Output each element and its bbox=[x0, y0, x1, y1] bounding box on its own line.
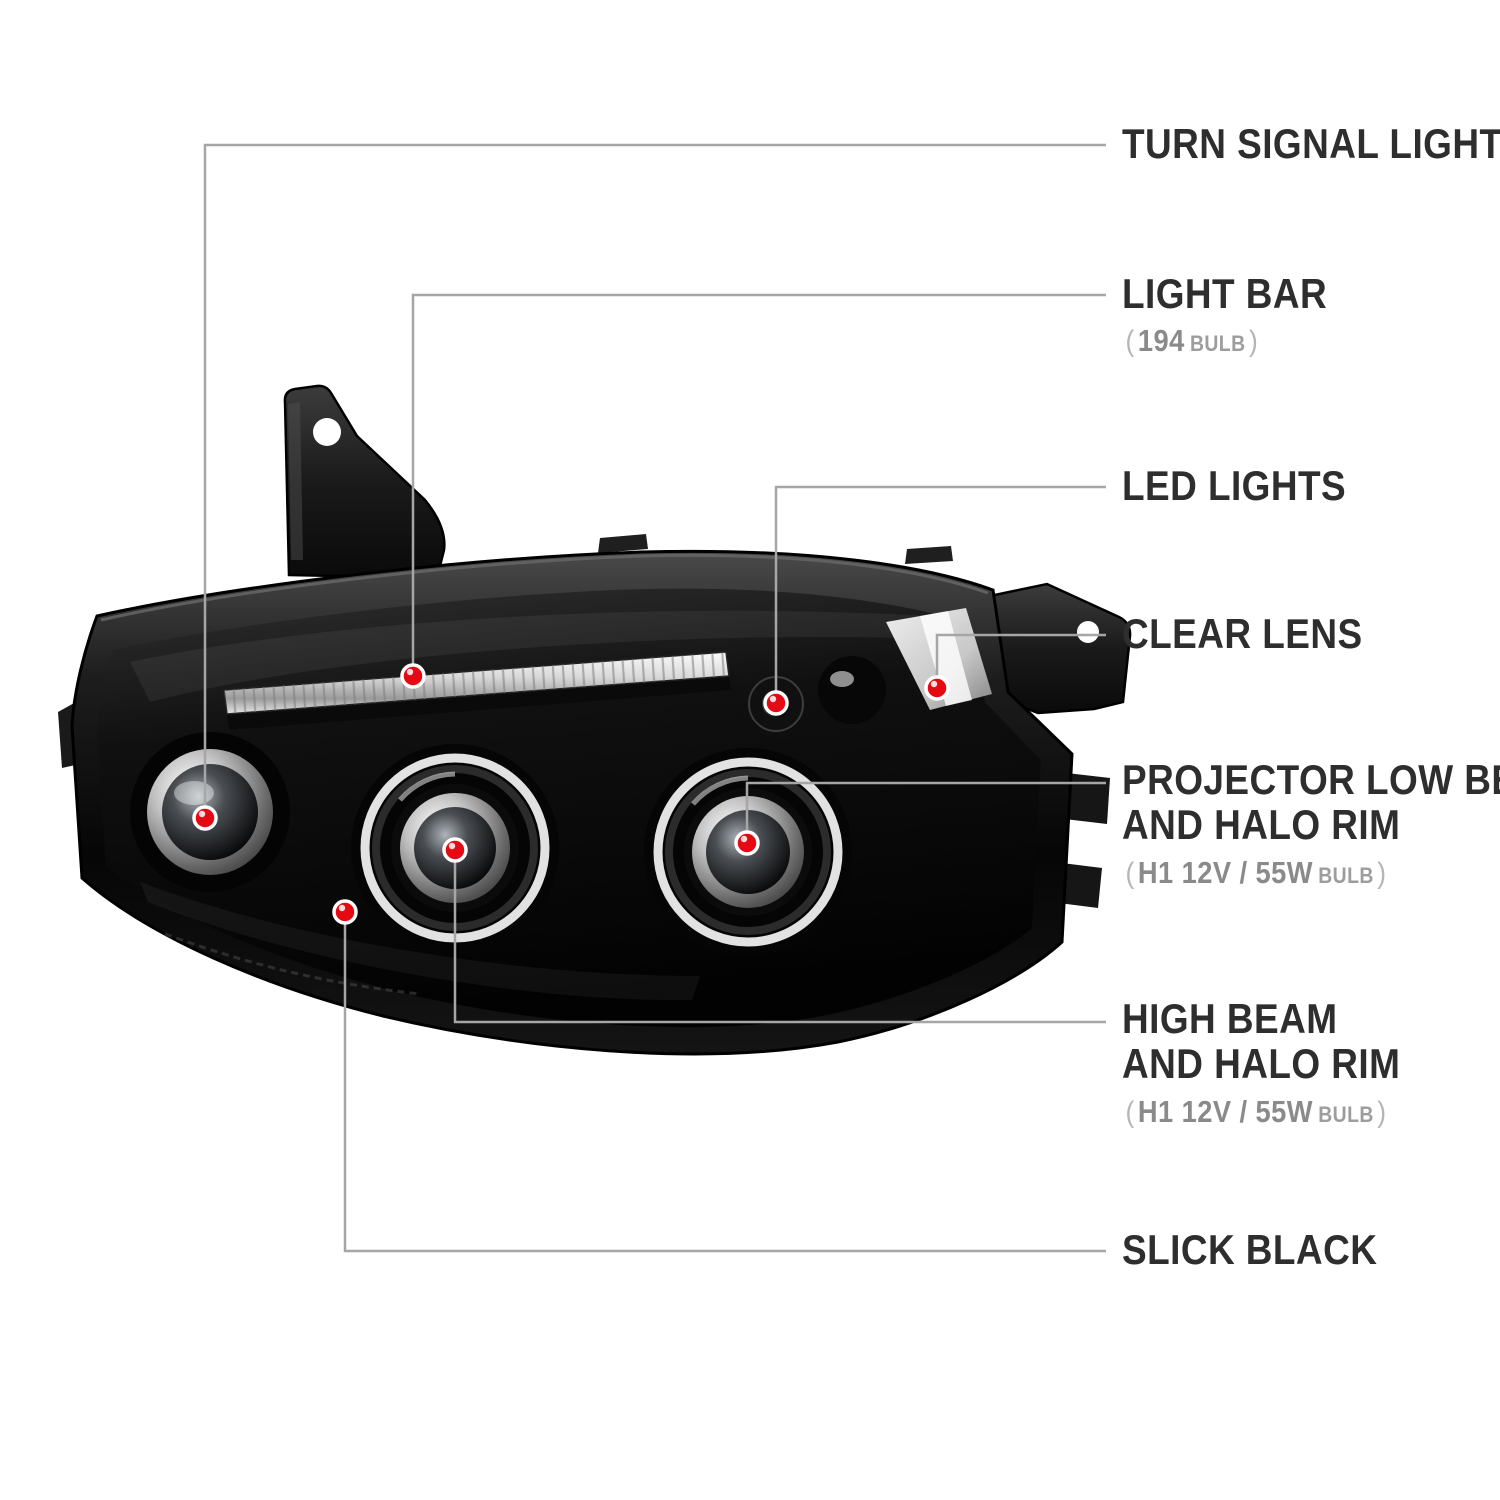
label-text: HIGH BEAM bbox=[1122, 995, 1338, 1042]
callout-dot-low-beam bbox=[734, 830, 760, 856]
paren-open: ( bbox=[1125, 856, 1135, 890]
callout-dot-slick-black bbox=[332, 899, 358, 925]
callout-line-slick-black bbox=[343, 912, 1106, 1253]
mounting-bracket-right bbox=[988, 582, 1132, 715]
halo-rim bbox=[653, 757, 843, 947]
callout-line-turn-signal bbox=[203, 143, 1106, 818]
paren-open: ( bbox=[1125, 1095, 1135, 1129]
paren-close: ) bbox=[1377, 856, 1387, 890]
callout-line-led-lights bbox=[774, 485, 1106, 703]
bulb-spec: 194 bbox=[1137, 323, 1185, 359]
callout-line-light-bar bbox=[411, 293, 1106, 676]
paren-close: ) bbox=[1377, 1095, 1387, 1129]
callout-line-clear-lens bbox=[935, 633, 1106, 688]
label-projector-low-beam: PROJECTOR LOW BEAM AND HALO RIM (H1 12V … bbox=[1122, 757, 1500, 891]
callout-dot-high-beam bbox=[442, 837, 468, 863]
callout-dot-clear-lens bbox=[924, 675, 950, 701]
label-turn-signal-light: TURN SIGNAL LIGHT bbox=[1122, 120, 1500, 167]
bulb-unit: BULB bbox=[1318, 1101, 1374, 1127]
label-text: PROJECTOR LOW BEAM bbox=[1122, 756, 1500, 803]
label-text: LIGHT BAR bbox=[1122, 270, 1328, 317]
callout-dot-turn-signal bbox=[192, 805, 218, 831]
bulb-unit: BULB bbox=[1318, 862, 1374, 888]
label-text: CLEAR LENS bbox=[1122, 610, 1363, 657]
label-text-line2: AND HALO RIM bbox=[1122, 801, 1401, 849]
bulb-spec: H1 12V / 55W bbox=[1137, 1093, 1313, 1129]
label-slick-black: SLICK BLACK bbox=[1122, 1226, 1378, 1273]
callout-line-high-beam bbox=[453, 850, 1106, 1024]
callout-line-low-beam bbox=[745, 781, 1106, 843]
callout-dot-light-bar bbox=[400, 663, 426, 689]
callout-dot-led-lights bbox=[763, 690, 789, 716]
callout-dots bbox=[192, 663, 950, 925]
bracket-hole bbox=[1077, 621, 1099, 643]
paren-close: ) bbox=[1249, 325, 1258, 359]
clear-lens-highlight bbox=[886, 608, 992, 710]
label-text-line2: AND HALO RIM bbox=[1122, 1040, 1401, 1088]
label-text: TURN SIGNAL LIGHT bbox=[1122, 120, 1500, 167]
label-text: LED LIGHTS bbox=[1122, 462, 1347, 509]
bulb-unit: BULB bbox=[1189, 331, 1246, 357]
label-led-lights: LED LIGHTS bbox=[1122, 462, 1347, 509]
bracket-hole bbox=[313, 418, 341, 446]
paren-open: ( bbox=[1125, 325, 1135, 359]
mounting-bracket-top bbox=[283, 384, 446, 580]
callout-lines bbox=[203, 143, 1106, 1253]
bulb-spec: H1 12V / 55W bbox=[1137, 854, 1313, 890]
label-text: SLICK BLACK bbox=[1122, 1226, 1378, 1273]
label-clear-lens: CLEAR LENS bbox=[1122, 610, 1363, 657]
light-bar-strip bbox=[223, 651, 731, 730]
